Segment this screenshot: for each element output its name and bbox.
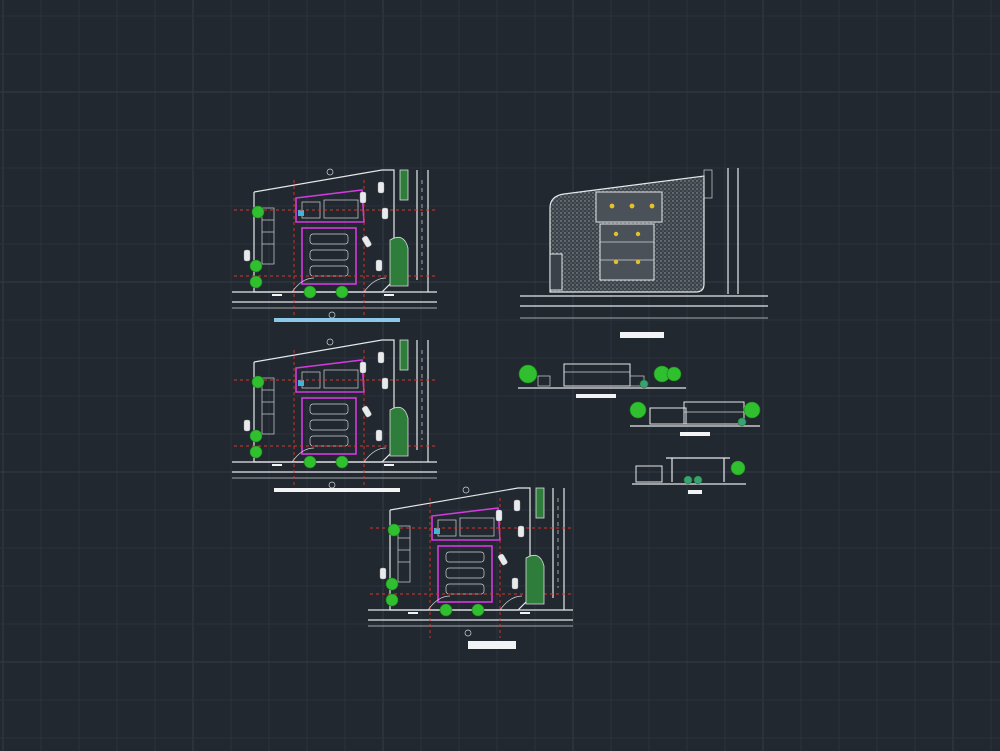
- title-bar: [576, 394, 616, 398]
- site-plan-3[interactable]: [367, 486, 574, 649]
- elevation-front[interactable]: [518, 363, 686, 398]
- title-bar: [274, 488, 400, 492]
- elevation-side[interactable]: [629, 401, 761, 436]
- title-bar: [688, 490, 702, 494]
- roof-plan[interactable]: [520, 168, 768, 338]
- site-plan-1[interactable]: [231, 168, 438, 322]
- title-bar: [274, 318, 400, 322]
- site-plan-2[interactable]: [231, 338, 438, 492]
- title-bar: [680, 432, 710, 436]
- title-bar: [620, 332, 664, 338]
- title-bar: [468, 641, 516, 649]
- elevation-canopy[interactable]: [632, 457, 746, 494]
